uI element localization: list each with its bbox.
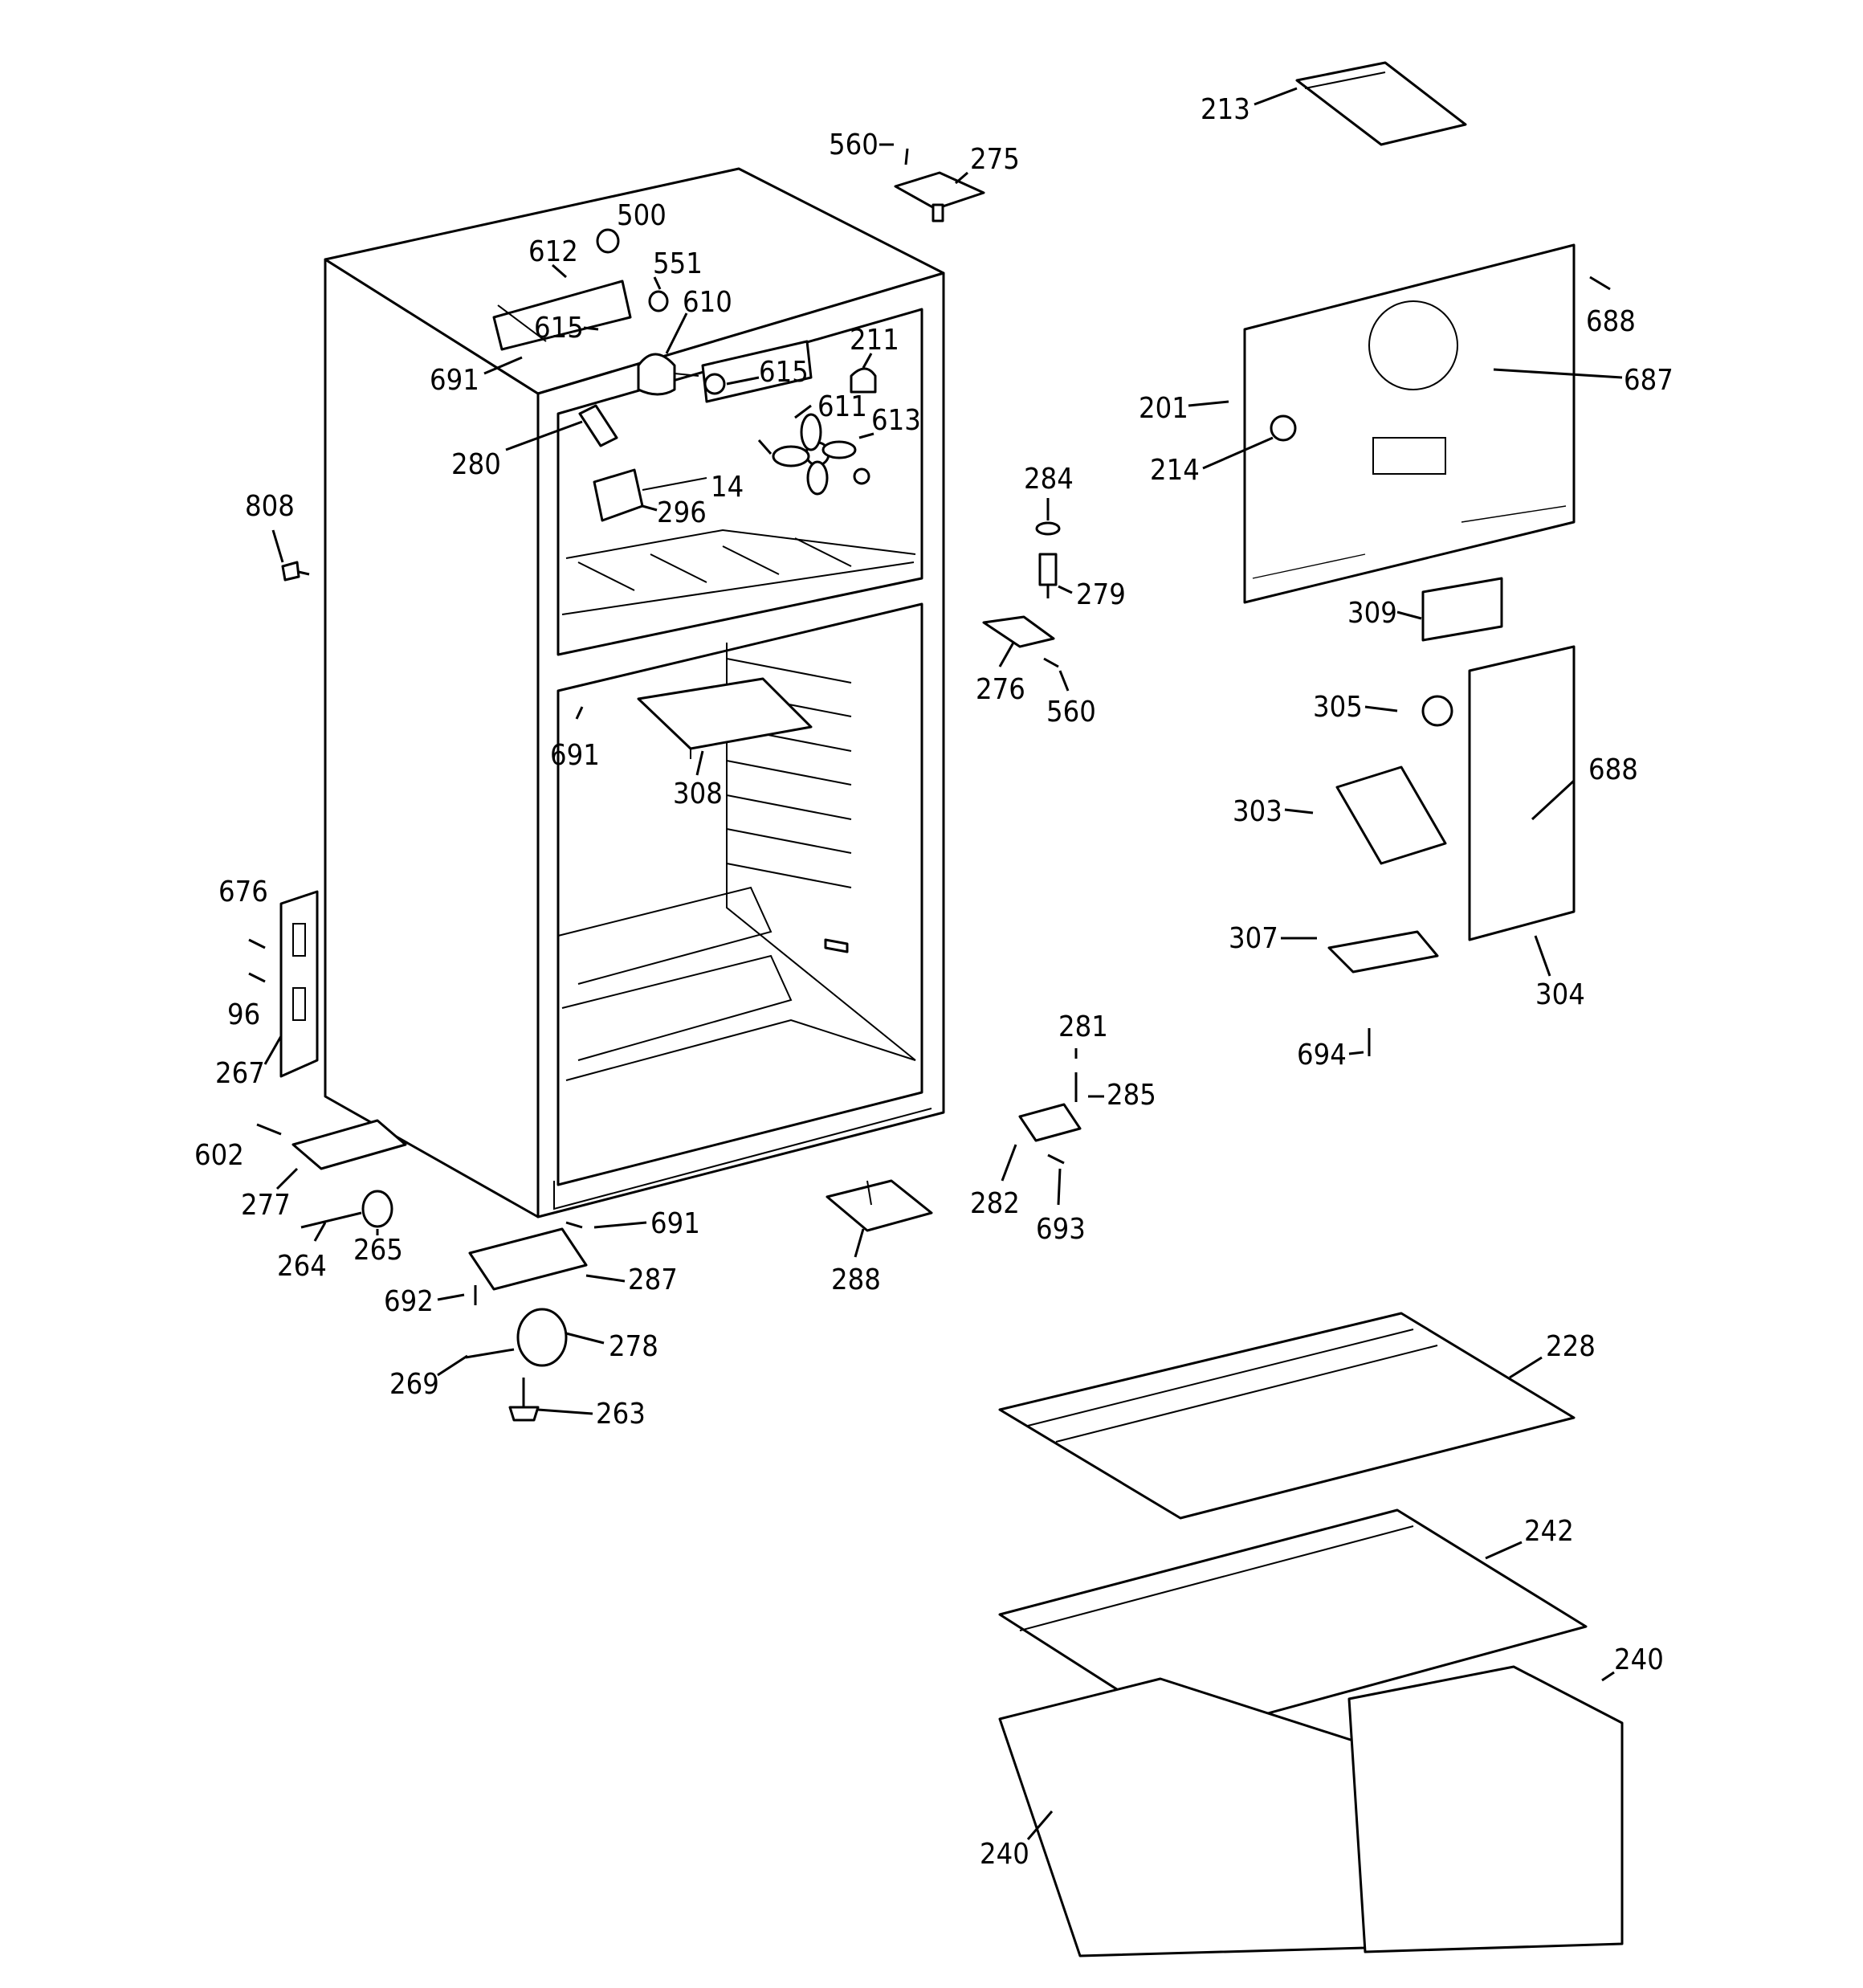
label-694: 694 — [1297, 1039, 1347, 1072]
filter-309 — [1421, 577, 1503, 642]
ice-tray — [1295, 61, 1467, 146]
label-610: 610 — [683, 286, 732, 319]
dispenser-parts — [1327, 645, 1576, 1056]
label-560-top: 560 — [829, 129, 879, 161]
crisper-drawers — [998, 1665, 1624, 1957]
label-613: 613 — [871, 404, 921, 437]
label-287: 287 — [628, 1263, 678, 1296]
label-277: 277 — [241, 1189, 291, 1222]
label-269: 269 — [389, 1368, 439, 1401]
label-692: 692 — [384, 1285, 434, 1318]
callout-labels: 213 560 275 500 612 551 610 615 691 211 … — [194, 87, 1673, 1871]
label-240-right: 240 — [1614, 1643, 1664, 1676]
label-693: 693 — [1036, 1213, 1086, 1246]
label-14: 14 — [711, 471, 744, 504]
label-691-middle: 691 — [550, 739, 600, 772]
label-240-left: 240 — [980, 1838, 1029, 1871]
label-288: 288 — [831, 1263, 881, 1296]
label-242: 242 — [1524, 1515, 1574, 1548]
label-304: 304 — [1535, 978, 1585, 1011]
label-278: 278 — [609, 1330, 658, 1363]
label-303: 303 — [1233, 795, 1282, 828]
label-265: 265 — [353, 1234, 403, 1267]
label-615-upper: 615 — [534, 312, 584, 345]
label-602: 602 — [194, 1139, 244, 1172]
label-687: 687 — [1624, 364, 1673, 397]
lower-left-hinge — [248, 890, 319, 1078]
top-hinge — [894, 148, 985, 222]
bracket-282 — [1018, 1072, 1082, 1165]
control-components — [281, 228, 877, 759]
center-hinge — [982, 521, 1061, 668]
label-201: 201 — [1139, 392, 1188, 425]
label-281: 281 — [1058, 1010, 1108, 1043]
label-267: 267 — [215, 1057, 265, 1090]
label-307: 307 — [1229, 922, 1278, 955]
label-280: 280 — [451, 448, 501, 481]
label-808: 808 — [245, 490, 295, 523]
label-676: 676 — [218, 876, 268, 908]
label-296: 296 — [657, 496, 707, 529]
label-551: 551 — [653, 247, 703, 280]
label-305: 305 — [1313, 691, 1363, 724]
label-279: 279 — [1076, 578, 1126, 611]
label-228: 228 — [1546, 1330, 1596, 1363]
glass-shelf — [998, 1312, 1576, 1520]
label-500: 500 — [617, 199, 667, 232]
label-611: 611 — [817, 390, 867, 423]
refrigerator-cabinet — [324, 167, 945, 1219]
label-214: 214 — [1150, 454, 1200, 487]
label-285: 285 — [1107, 1079, 1156, 1112]
label-213: 213 — [1201, 93, 1250, 126]
label-282: 282 — [970, 1187, 1020, 1220]
label-284: 284 — [1024, 463, 1074, 496]
label-615-lower: 615 — [759, 356, 809, 389]
label-691-upper: 691 — [430, 364, 479, 397]
label-309: 309 — [1347, 597, 1397, 630]
label-308: 308 — [673, 778, 723, 810]
label-688-upper: 688 — [1586, 305, 1636, 338]
label-612: 612 — [528, 235, 578, 268]
label-688-lower: 688 — [1588, 753, 1638, 786]
label-264: 264 — [277, 1250, 327, 1283]
label-560-center: 560 — [1046, 696, 1096, 729]
label-691-lower: 691 — [650, 1207, 700, 1240]
bottom-hardware — [256, 1119, 933, 1422]
evaporator-cover — [1243, 243, 1576, 604]
label-96: 96 — [227, 998, 260, 1031]
label-276: 276 — [976, 673, 1025, 706]
label-263: 263 — [596, 1398, 646, 1431]
label-211: 211 — [850, 324, 899, 357]
label-275: 275 — [970, 143, 1020, 176]
